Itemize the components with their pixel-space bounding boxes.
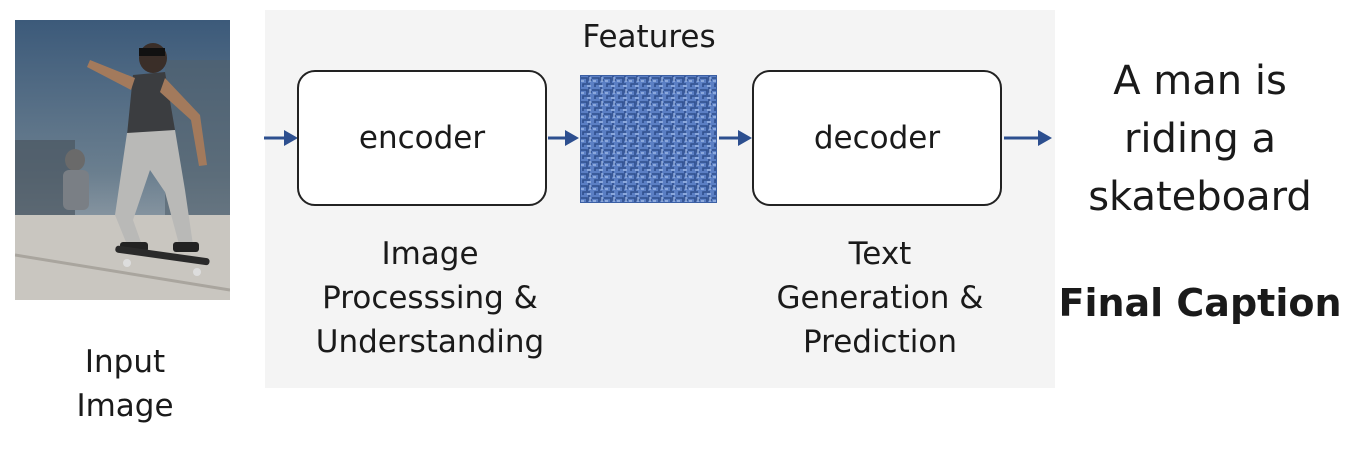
decoder-box: decoder [752,70,1002,206]
arrow-decoder-to-output [1004,130,1052,146]
decoder-caption: Text Generation & Prediction [776,236,984,360]
arrow-to-encoder [264,130,298,146]
feature-texture-icon [580,75,717,203]
output-caption-text: A man is riding a skateboard [1088,58,1312,220]
encoder-caption: Image Processsing & Understanding [315,236,545,360]
arrow-features-to-decoder [719,130,752,146]
skateboarder-photo-icon [15,20,230,300]
features-label: Features [582,19,716,55]
arrow-encoder-to-features [548,130,579,146]
decoder-label: decoder [813,120,941,156]
final-caption-label: Final Caption [1058,281,1342,325]
encoder-label: encoder [358,120,486,156]
input-image-label: Input Image [76,344,174,424]
encoder-box: encoder [297,70,547,206]
